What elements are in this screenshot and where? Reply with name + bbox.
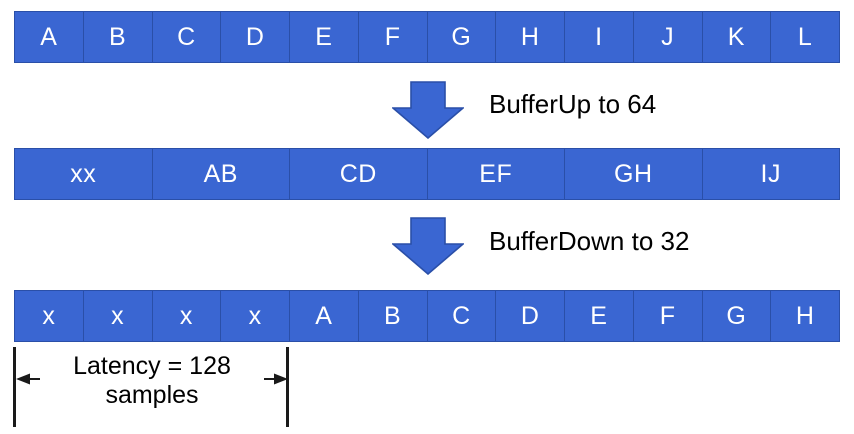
input-buffer-row: A B C D E F G H I J K L	[14, 11, 840, 63]
buffer-cell: D	[221, 12, 290, 62]
latency-label-line-1: Latency = 128	[40, 352, 264, 381]
buffer-cell: F	[633, 291, 703, 341]
buffer-cell: G	[702, 291, 772, 341]
buffer-cell: x	[83, 291, 153, 341]
buffer-cell: x	[152, 291, 222, 341]
latency-tick-right	[286, 347, 289, 427]
buffer-cell: x	[15, 291, 84, 341]
buffer-cell: CD	[290, 149, 428, 199]
buffer-cell: E	[565, 291, 634, 341]
latency-tick-left	[13, 347, 16, 427]
buffer-cell: IJ	[702, 149, 839, 199]
bufferdown-stage-label: BufferDown to 32	[489, 226, 690, 256]
latency-label: Latency = 128 samples	[40, 352, 264, 410]
down-arrow-icon	[392, 81, 464, 139]
buffer-cell: D	[496, 291, 565, 341]
buffer-cell: G	[427, 12, 497, 62]
buffer-cell: J	[633, 12, 703, 62]
buffer-cell: x	[221, 291, 290, 341]
buffer-cell: C	[427, 291, 497, 341]
buffer-cell: AB	[152, 149, 290, 199]
bufferup-row: xx AB CD EF GH IJ	[14, 148, 840, 200]
buffer-cell: I	[565, 12, 634, 62]
buffer-cell: A	[290, 291, 359, 341]
buffer-cell: H	[771, 291, 839, 341]
buffer-cell: EF	[427, 149, 565, 199]
buffer-cell: C	[152, 12, 222, 62]
buffer-cell: F	[358, 12, 428, 62]
buffer-cell: A	[15, 12, 84, 62]
buffer-cell: GH	[565, 149, 703, 199]
buffer-cell: L	[771, 12, 839, 62]
latency-label-line-2: samples	[40, 381, 264, 410]
buffer-cell: E	[290, 12, 359, 62]
buffer-cell: B	[83, 12, 153, 62]
buffer-cell: K	[702, 12, 772, 62]
buffer-cell: B	[358, 291, 428, 341]
down-arrow-icon	[392, 217, 464, 275]
bufferup-stage-label: BufferUp to 64	[489, 89, 657, 119]
buffer-cell: H	[496, 12, 565, 62]
bufferdown-row: x x x x A B C D E F G H	[14, 290, 840, 342]
buffer-cell: xx	[15, 149, 153, 199]
